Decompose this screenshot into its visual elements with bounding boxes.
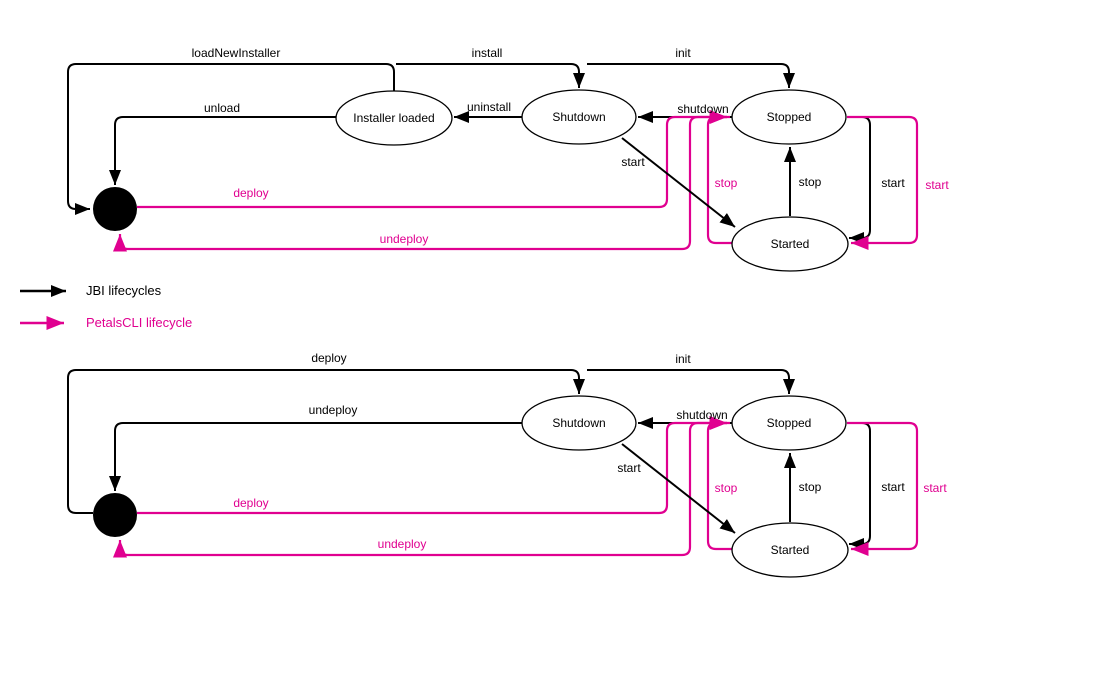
node-started-label: Started (771, 237, 810, 251)
node-stopped (731, 89, 847, 145)
edge-undeploy (109, 422, 522, 491)
node-shutdown (521, 395, 637, 451)
label-deploy-cli: deploy (233, 496, 268, 510)
label-shutdown: shutdown (676, 408, 727, 422)
label-start-cli: start (925, 178, 949, 192)
label-start-diagonal: start (621, 155, 645, 169)
edge-deploy (67, 369, 585, 514)
node-stopped-label: Stopped (767, 110, 812, 124)
label-uninstall: uninstall (467, 100, 511, 114)
legend: JBI lifecycles PetalsCLI lifecycle (20, 283, 192, 330)
label-init: init (675, 46, 691, 60)
sa-jbi-edges (67, 369, 871, 550)
node-started (731, 216, 849, 272)
label-unload: unload (204, 101, 240, 115)
edge-deploy-cli (137, 110, 727, 209)
node-shutdown-label: Shutdown (552, 110, 605, 124)
label-start-black-right: start (881, 176, 905, 190)
label-shutdown: shutdown (677, 102, 728, 116)
label-start-cli: start (923, 481, 947, 495)
node-initial-state-dot (93, 493, 137, 537)
node-started (731, 522, 849, 578)
node-shutdown-label: Shutdown (552, 416, 605, 430)
edge-stop-cli (706, 110, 732, 245)
node-stopped-label: Stopped (767, 416, 812, 430)
label-start-diagonal: start (617, 461, 641, 475)
label-undeploy-cli: undeploy (378, 537, 427, 551)
label-start-black-right: start (881, 480, 905, 494)
node-initial-state-dot (93, 187, 137, 231)
edge-stop-cli (706, 416, 732, 551)
edge-init (587, 369, 795, 394)
edge-init (587, 63, 795, 88)
label-stop-cli: stop (715, 176, 738, 190)
label-loadnewinstaller: loadNewInstaller (192, 46, 281, 60)
sa-edge-labels: deploy init undeploy shutdown start stop… (233, 351, 947, 551)
edge-install (396, 63, 585, 88)
edge-start-diagonal (621, 137, 736, 228)
label-undeploy-cli: undeploy (380, 232, 429, 246)
node-installer-loaded-label: Installer loaded (353, 111, 434, 125)
label-undeploy: undeploy (309, 403, 358, 417)
label-stop-cli: stop (715, 481, 738, 495)
label-install: install (472, 46, 503, 60)
node-started-label: Started (771, 543, 810, 557)
sa-petalscli-edges (113, 416, 919, 558)
diagram-component-lifecycle: Installer loaded Shutdown Stopped Starte… (67, 46, 950, 272)
edge-start-cli (847, 421, 919, 556)
label-deploy-cli: deploy (233, 186, 268, 200)
label-init: init (675, 352, 691, 366)
edge-start-diagonal (621, 443, 736, 534)
legend-cli-label: PetalsCLI lifecycle (86, 315, 192, 330)
label-deploy: deploy (311, 351, 346, 365)
component-nodes: Installer loaded Shutdown Stopped Starte… (93, 89, 849, 272)
sa-nodes: Shutdown Stopped Started (93, 395, 849, 578)
label-stop-black: stop (799, 175, 822, 189)
edge-start-black-right (847, 422, 871, 550)
component-petalscli-edges (113, 110, 919, 252)
diagram-service-assembly-lifecycle: Shutdown Stopped Started deploy init und… (67, 351, 947, 578)
node-installer-loaded (335, 90, 453, 146)
edge-unload (109, 116, 336, 185)
legend-jbi-label: JBI lifecycles (86, 283, 162, 298)
edge-undeploy-cli (113, 115, 730, 252)
node-stopped (731, 395, 847, 451)
edge-undeploy-cli (113, 421, 730, 558)
node-shutdown (521, 89, 637, 145)
edge-loadnewinstaller (67, 63, 395, 215)
component-jbi-edges (67, 63, 871, 244)
label-stop-black: stop (799, 480, 822, 494)
component-edge-labels: loadNewInstaller install init unload uni… (192, 46, 950, 246)
edge-deploy-cli (137, 416, 727, 515)
edge-start-cli (847, 115, 919, 250)
edge-start-black-right (847, 116, 871, 244)
